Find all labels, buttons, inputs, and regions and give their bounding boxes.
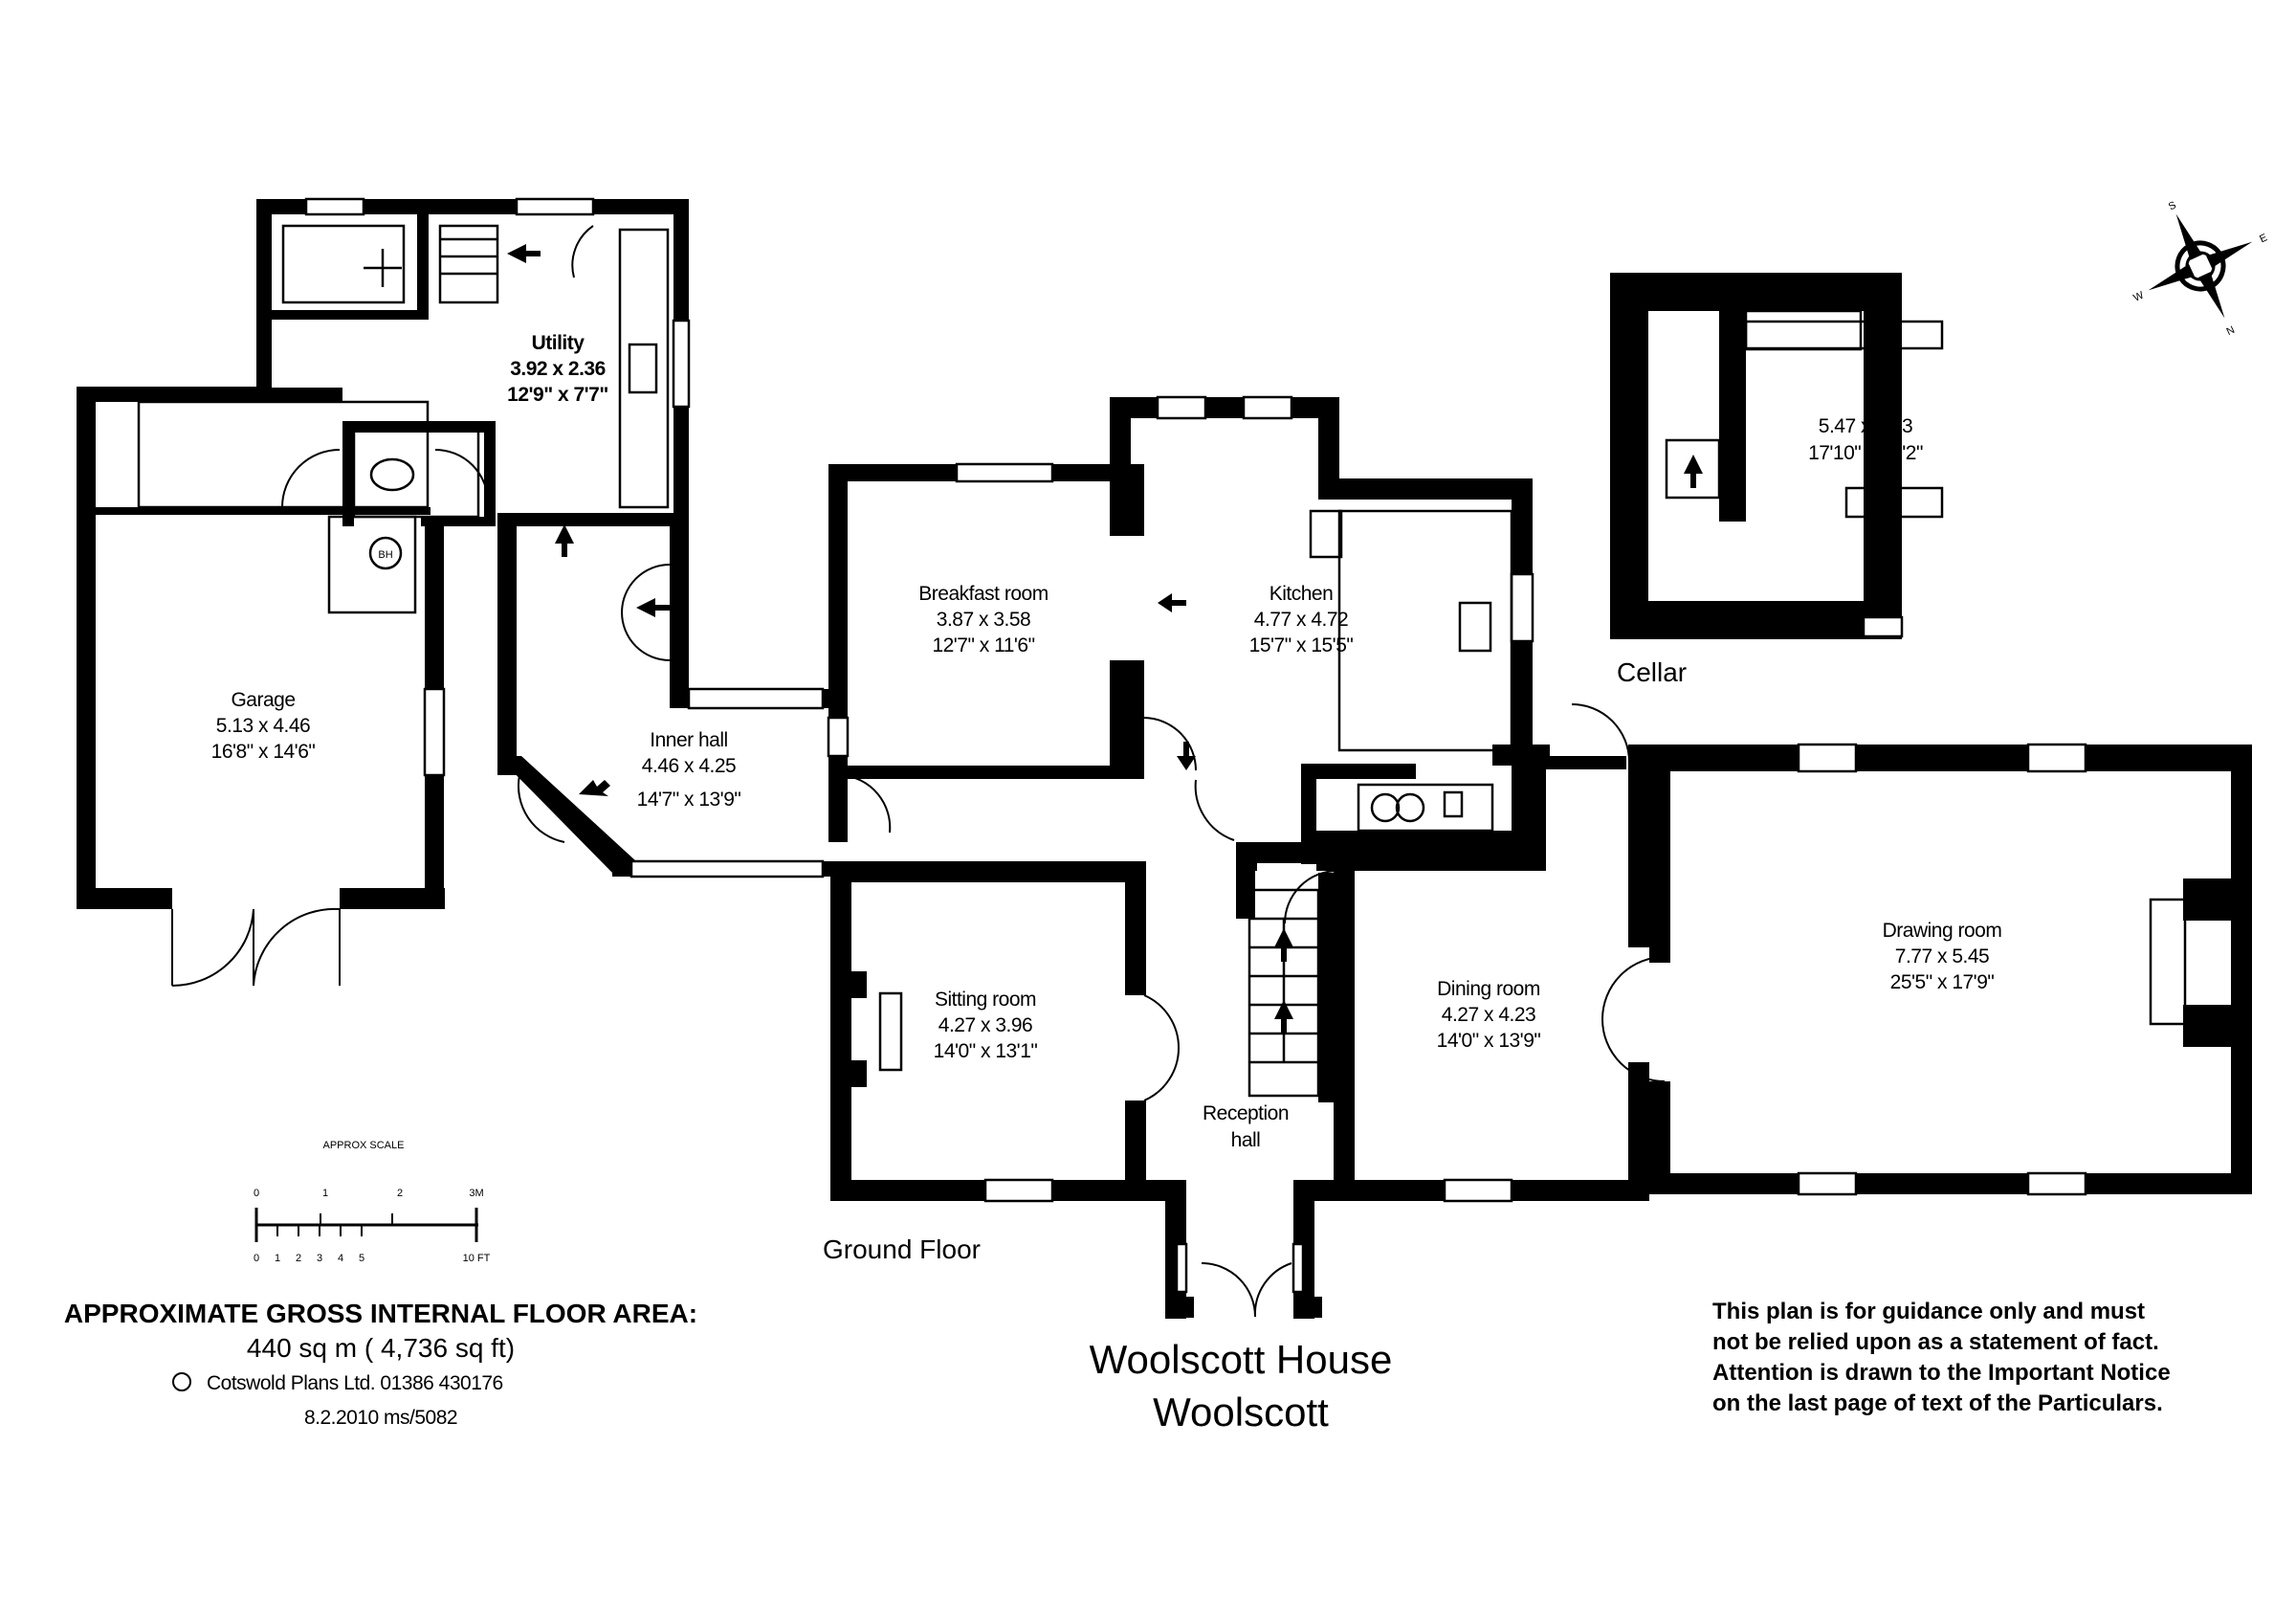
- room-label-inner-hall: Inner hall 4.46 x 4.25 14'7" x 13'9": [637, 729, 741, 811]
- svg-text:S: S: [2167, 199, 2178, 212]
- fittings: [137, 224, 2231, 1098]
- svg-text:Reception: Reception: [1203, 1102, 1289, 1124]
- room-label-breakfast-room: Breakfast room 3.87 x 3.58 12'7" x 11'6": [918, 583, 1049, 656]
- svg-text:16'8" x 14'6": 16'8" x 14'6": [211, 741, 316, 763]
- svg-text:14'0" x 13'1": 14'0" x 13'1": [934, 1040, 1038, 1062]
- scale-feet-tick: 10 FT: [463, 1253, 491, 1264]
- svg-text:Inner hall: Inner hall: [650, 729, 727, 751]
- disclaimer-line: Attention is drawn to the Important Noti…: [1712, 1360, 2171, 1386]
- property-location: Woolscott: [1153, 1390, 1329, 1434]
- plan-reference: 8.2.2010 ms/5082: [304, 1407, 457, 1429]
- copyright-text: Cotswold Plans Ltd. 01386 430176: [207, 1372, 503, 1394]
- svg-text:N: N: [2225, 324, 2237, 338]
- svg-text:3.87 x 3.58: 3.87 x 3.58: [937, 609, 1030, 631]
- scale-feet-tick: 2: [296, 1253, 301, 1264]
- scale-metric-tick: 0: [254, 1188, 259, 1199]
- disclaimer-line: not be relied upon as a statement of fac…: [1712, 1329, 2159, 1355]
- scale-feet-tick: 1: [275, 1253, 280, 1264]
- svg-text:5.13 x 4.46: 5.13 x 4.46: [216, 715, 310, 737]
- walls: [77, 199, 2252, 1319]
- scale-feet-tick: 0: [254, 1253, 259, 1264]
- svg-text:Drawing room: Drawing room: [1883, 920, 2002, 942]
- disclaimer-line: on the last page of text of the Particul…: [1712, 1390, 2163, 1416]
- room-label-dining-room: Dining room 4.27 x 4.23 14'0" x 13'9": [1437, 978, 1541, 1052]
- svg-text:Cellar: Cellar: [1617, 657, 1687, 687]
- entry-arrows: [507, 244, 1703, 1034]
- disclaimer-line: This plan is for guidance only and must: [1712, 1299, 2145, 1324]
- svg-text:12'9" x 7'7": 12'9" x 7'7": [507, 384, 608, 406]
- boiler-symbol-label: BH: [378, 549, 392, 561]
- svg-text:7.77 x 5.45: 7.77 x 5.45: [1895, 945, 1989, 967]
- svg-text:4.27 x 3.96: 4.27 x 3.96: [938, 1014, 1032, 1036]
- svg-text:Garage: Garage: [231, 689, 295, 711]
- floor-label: Ground Floor: [823, 1234, 981, 1264]
- disclaimer: This plan is for guidance only and must …: [1712, 1299, 2171, 1416]
- room-label-sitting-room: Sitting room 4.27 x 3.96 14'0" x 13'1": [934, 989, 1038, 1062]
- room-label-kitchen: Kitchen 4.77 x 4.72 15'7" x 15'5": [1249, 583, 1354, 656]
- room-label-garage: Garage 5.13 x 4.46 16'8" x 14'6": [211, 689, 316, 763]
- room-label-reception-hall: Reception hall: [1203, 1102, 1290, 1151]
- copyright-icon: [172, 1372, 191, 1391]
- room-label-cellar: 5.47 x 4.03 17'10" x 13'2" Cellar: [1617, 415, 1923, 687]
- area-value: 440 sq m ( 4,736 sq ft): [247, 1333, 515, 1363]
- property-title: Woolscott House: [1090, 1337, 1393, 1382]
- compass-icon: S E N W: [2131, 199, 2269, 338]
- room-label-drawing-room: Drawing room 7.77 x 5.45 25'5" x 17'9": [1883, 920, 2002, 993]
- doors: [171, 225, 1666, 1318]
- windows: [304, 197, 2087, 1294]
- svg-text:25'5" x 17'9": 25'5" x 17'9": [1890, 971, 1995, 993]
- area-heading: APPROXIMATE GROSS INTERNAL FLOOR AREA:: [64, 1299, 697, 1328]
- svg-text:14'0" x 13'9": 14'0" x 13'9": [1437, 1030, 1541, 1052]
- scale-metric-tick: 1: [322, 1188, 328, 1199]
- scale-feet-tick: 3: [317, 1253, 322, 1264]
- svg-text:12'7" x 11'6": 12'7" x 11'6": [932, 634, 1034, 656]
- svg-text:Kitchen: Kitchen: [1269, 583, 1334, 605]
- svg-text:Dining room: Dining room: [1437, 978, 1540, 1000]
- room-label-utility: Utility 3.92 x 2.36 12'9" x 7'7": [507, 332, 608, 406]
- svg-text:3.92 x 2.36: 3.92 x 2.36: [510, 358, 606, 380]
- area-block: APPROXIMATE GROSS INTERNAL FLOOR AREA: 4…: [64, 1299, 697, 1429]
- svg-text:W: W: [2131, 289, 2146, 304]
- svg-text:15'7" x 15'5": 15'7" x 15'5": [1249, 634, 1354, 656]
- svg-text:5.47 x 4.03: 5.47 x 4.03: [1819, 415, 1912, 437]
- scale-metric-tick: 2: [397, 1188, 403, 1199]
- scale-feet-tick: 4: [338, 1253, 343, 1264]
- scale-metric-tick: 3M: [469, 1188, 483, 1199]
- scale-feet-tick: 5: [359, 1253, 364, 1264]
- svg-text:hall: hall: [1231, 1129, 1261, 1151]
- scale-bar: APPROX SCALE 0 1 2 3M 0 1 2 3 4 5 10 FT: [254, 1140, 491, 1264]
- svg-text:17'10" x 13'2": 17'10" x 13'2": [1808, 442, 1923, 464]
- svg-text:E: E: [2258, 232, 2269, 245]
- svg-text:4.27 x 4.23: 4.27 x 4.23: [1442, 1004, 1535, 1026]
- svg-text:Utility: Utility: [532, 332, 585, 354]
- svg-text:Sitting room: Sitting room: [935, 989, 1036, 1011]
- svg-text:4.46 x 4.25: 4.46 x 4.25: [642, 755, 736, 777]
- svg-text:4.77 x 4.72: 4.77 x 4.72: [1254, 609, 1348, 631]
- svg-text:Breakfast room: Breakfast room: [918, 583, 1048, 605]
- svg-text:14'7" x 13'9": 14'7" x 13'9": [637, 789, 741, 811]
- scale-title: APPROX SCALE: [323, 1140, 405, 1151]
